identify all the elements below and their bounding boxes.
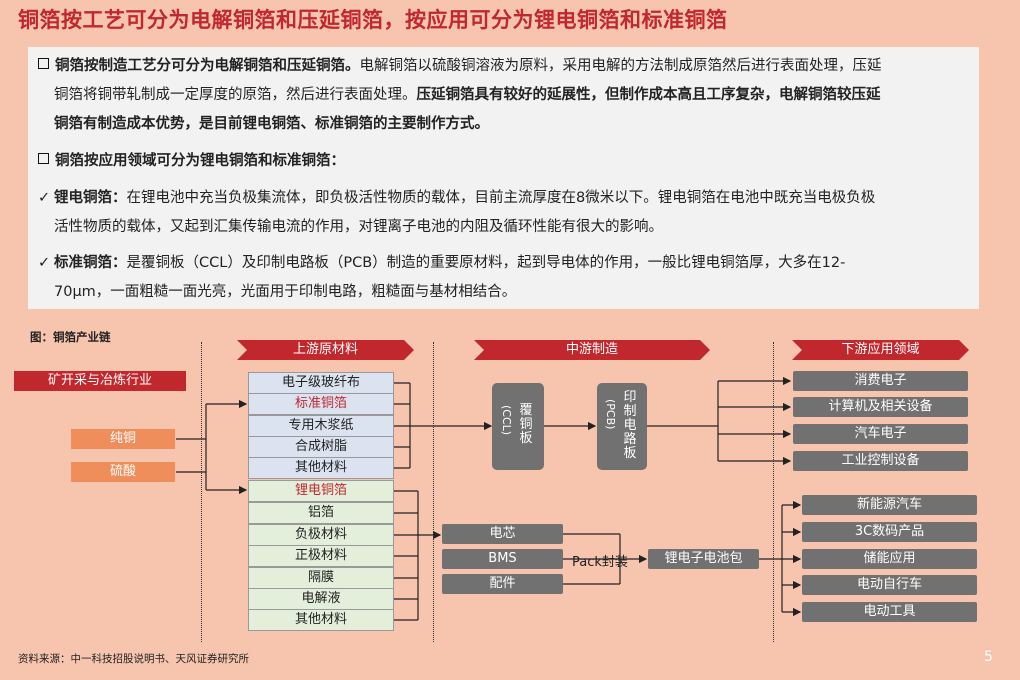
battery-material: 铝箔 [248,502,394,524]
divider-line [773,342,774,642]
pcb-name-char: 印 [623,390,637,405]
pcb-application: 工业控制设备 [793,451,968,471]
ccl-material: 电子级玻纤布 [248,372,394,394]
ccl-name-char: 铜 [519,417,533,432]
intro-line-1: 铜箔按制造工艺分可分为电解铜箔和压延铜箔。电解铜箔以硫酸铜溶液为原料，采用电解的… [38,56,882,76]
checkmark-icon: ✓ [38,255,51,271]
intro-line-3: 铜箔有制造成本优势，是目前锂电铜箔、标准铜箔的主要制作方式。 [54,114,489,134]
mining-label: 矿开采与冶炼行业 [14,371,186,391]
battery-application: 新能源汽车 [802,495,977,515]
battery-material: 电解液 [248,588,394,610]
battery-component: 配件 [442,574,563,594]
pcb-name-char: 制 [623,404,637,419]
pcb-name-char: 板 [623,446,637,461]
checkmark-icon: ✓ [38,190,51,206]
intro-p1-line3-bold: 铜箔有制造成本优势，是目前锂电铜箔、标准铜箔的主要制作方式。 [54,116,489,132]
battery-material: 正极材料 [248,545,394,567]
ccl-name: 覆 铜 板 [518,404,534,446]
ccl-name-char: 板 [519,431,533,446]
li1-line2: 活性物质的载体，又起到汇集传输电流的作用，对锂离子电池的内阻及循环性能有很大的影… [54,219,663,235]
pcb-name: 印 制 电 路 板 [622,391,638,461]
pcb-box: (PCB) 印 制 电 路 板 [597,383,647,470]
intro-p1-line2-normal: 铜箔将铜带轧制成一定厚度的原箔，然后进行表面处理。 [54,87,417,103]
divider-line [201,342,202,642]
intro-p1-line2-bold: 压延铜箔具有较好的延展性，但制作成本高且工序复杂，电解铜箔较压延 [416,87,881,103]
battery-component: 电芯 [442,524,563,544]
intro-p1-bold: 铜箔按制造工艺分可分为电解铜箔和压延铜箔。 [55,58,360,74]
pcb-application: 消费电子 [793,371,968,391]
ccl-material: 合成树脂 [248,436,394,458]
divider-line [433,342,434,642]
battery-material: 隔膜 [248,567,394,589]
battery-application: 电动自行车 [802,575,977,595]
intro-line-2: 铜箔将铜带轧制成一定厚度的原箔，然后进行表面处理。压延铜箔具有较好的延展性，但制… [54,85,881,105]
li1-text: 在锂电池中充当负极集流体，即负极活性物质的载体，目前主流厚度在8微米以下。锂电铜… [126,190,876,206]
pack-label: Pack封装 [572,555,628,570]
page-number: 5 [984,649,993,665]
intro-line-4: 铜箔按应用领域可分为锂电铜箔和标准铜箔： [38,151,345,171]
ccl-abbr: (CCL) [500,405,513,436]
intro-line-7: ✓标准铜箔：是覆铜板（CCL）及印制电路板（PCB）制造的重要原材料，起到导电体… [38,253,845,273]
raw-material-copper: 纯铜 [71,429,175,449]
battery-pack-box: 锂电子电池包 [648,549,759,569]
battery-application: 3C数码产品 [802,522,977,542]
ccl-box: (CCL) 覆 铜 板 [492,383,544,470]
ccl-material: 专用木浆纸 [248,415,394,437]
battery-application: 储能应用 [802,549,977,569]
raw-material-sulfuric-acid: 硫酸 [71,462,175,482]
ccl-material: 标准铜箔 [248,393,394,415]
intro-p2-bold: 铜箔按应用领域可分为锂电铜箔和标准铜箔： [55,153,345,169]
intro-line-8: 70μm，一面粗糙一面光亮，光面用于印制电路，粗糙面与基材相结合。 [54,282,516,302]
downstream-banner: 下游应用领域 [792,340,969,360]
pcb-abbr: (PCB) [604,399,617,430]
midstream-banner: 中游制造 [474,340,710,360]
intro-p1-rest: 电解铜箔以硫酸铜溶液为原料，采用电解的方法制成原箔然后进行表面处理，压延 [359,58,882,74]
figure-label: 图：铜箔产业链 [30,330,111,344]
pcb-name-char: 路 [623,432,637,447]
page-title: 铜箔按工艺可分为电解铜箔和压延铜箔，按应用可分为锂电铜箔和标准铜箔 [18,8,728,32]
battery-material: 锂电铜箔 [248,480,394,502]
li2-line2: 70μm，一面粗糙一面光亮，光面用于印制电路，粗糙面与基材相结合。 [54,284,517,300]
battery-application: 电动工具 [802,602,977,622]
intro-line-6: 活性物质的载体，又起到汇集传输电流的作用，对锂离子电池的内阻及循环性能有很大的影… [54,217,663,237]
ccl-material: 其他材料 [248,457,394,479]
pcb-name-char: 电 [623,418,637,433]
li2-text: 是覆铜板（CCL）及印制电路板（PCB）制造的重要原材料，起到导电体的作用，一般… [126,255,846,271]
ccl-name-char: 覆 [519,403,533,418]
li1-bold: 锂电铜箔： [54,190,127,206]
square-bullet-icon [38,58,49,69]
source-note: 资料来源：中一科技招股说明书、天风证券研究所 [18,653,249,665]
battery-component: BMS [442,549,563,569]
li2-bold: 标准铜箔： [54,255,127,271]
intro-text-box: 铜箔按制造工艺分可分为电解铜箔和压延铜箔。电解铜箔以硫酸铜溶液为原料，采用电解的… [28,47,979,309]
pcb-application: 计算机及相关设备 [793,397,968,417]
intro-line-5: ✓锂电铜箔：在锂电池中充当负极集流体，即负极活性物质的载体，目前主流厚度在8微米… [38,188,875,208]
square-bullet-icon [38,153,49,164]
battery-material: 负极材料 [248,524,394,546]
battery-material: 其他材料 [248,609,394,631]
upstream-banner: 上游原材料 [237,340,414,360]
pcb-application: 汽车电子 [793,424,968,444]
